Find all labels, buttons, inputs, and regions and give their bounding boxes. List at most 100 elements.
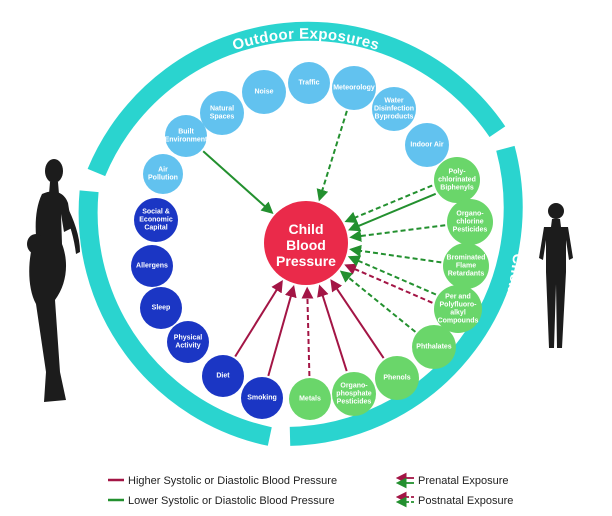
arrow-pfas-higher-postnatal — [344, 263, 433, 304]
node-label-smoking-0: Smoking — [247, 395, 277, 402]
center-node: Child Blood Pressure — [264, 201, 348, 285]
node-label-polychlorinated-biphenyls-2: Biphenyls — [440, 185, 474, 192]
node-circle-brominated-flame-retardants — [443, 243, 489, 289]
arrow-organochlorine-pesticides-lower-postnatal — [349, 224, 446, 242]
node-label-organophosphate-pesticides-1: phosphate — [336, 391, 371, 398]
node-circle-air-pollution — [143, 154, 183, 194]
legend: Higher Systolic or Diastolic Blood Press… — [108, 472, 513, 508]
node-circle-diet — [202, 355, 244, 397]
node-label-brominated-flame-retardants-0: Brominated — [447, 255, 486, 262]
node-label-built-environment-0: Built — [178, 129, 194, 136]
node-circle-traffic — [288, 62, 330, 104]
node-label-social-economic-capital-0: Social & — [142, 209, 170, 216]
node-noise: Noise — [242, 70, 286, 114]
node-circle-polychlorinated-biphenyls — [434, 157, 480, 203]
node-label-organophosphate-pesticides-0: Organo- — [340, 383, 368, 390]
node-label-noise-0: Noise — [254, 89, 273, 96]
node-label-traffic-0: Traffic — [298, 80, 319, 87]
arrow-polychlorinated-biphenyls-lower-prenatal — [347, 192, 437, 232]
node-traffic: Traffic — [288, 62, 330, 104]
ring-segment-outdoor — [87, 21, 506, 177]
node-label-natural-spaces-1: Spaces — [210, 114, 235, 121]
arrow-built-environment-lower-prenatal — [202, 150, 274, 214]
legend-prenatal-swatch — [395, 472, 414, 489]
node-circle-meteorology — [332, 66, 376, 110]
node-label-physical-activity-1: Activity — [175, 343, 200, 350]
legend-lower-label: Lower Systolic or Diastolic Blood Pressu… — [128, 495, 335, 507]
node-circle-smoking — [241, 377, 283, 419]
node-label-pfas-2: alkyl — [450, 310, 466, 317]
node-label-social-economic-capital-1: Economic — [139, 217, 173, 224]
node-circle-built-environment — [165, 115, 207, 157]
node-label-indoor-air-0: Indoor Air — [410, 142, 443, 149]
node-circle-metals — [289, 378, 331, 420]
node-label-organochlorine-pesticides-2: Pesticides — [453, 227, 488, 234]
node-circle-sleep — [140, 287, 182, 329]
node-label-physical-activity-0: Physical — [174, 335, 202, 342]
ring-segment-chemicals — [289, 145, 523, 446]
arrow-meteorology-lower-postnatal — [316, 110, 348, 202]
node-label-phthalates-0: Phthalates — [416, 344, 452, 351]
arrow-phenols-higher-prenatal — [330, 279, 385, 359]
legend-postnatal-swatch — [395, 491, 414, 508]
node-circle-allergens — [131, 245, 173, 287]
node-circle-organophosphate-pesticides — [332, 372, 376, 416]
node-label-sleep-0: Sleep — [152, 305, 171, 312]
node-circle-organochlorine-pesticides — [447, 199, 493, 245]
node-label-social-economic-capital-2: Capital — [144, 225, 167, 232]
ring-segment-lifestyles — [78, 190, 272, 446]
node-circle-pfas — [434, 285, 482, 333]
node-label-metals-0: Metals — [299, 396, 321, 403]
node-circle-physical-activity — [167, 321, 209, 363]
node-label-air-pollution-1: Pollution — [148, 175, 178, 182]
outer-ring — [78, 21, 523, 446]
node-circle-noise — [242, 70, 286, 114]
node-diet: Diet — [202, 355, 244, 397]
arrow-polychlorinated-biphenyls-lower-postnatal — [344, 184, 433, 223]
node-label-organophosphate-pesticides-2: Pesticides — [337, 399, 372, 406]
node-circle-phenols — [375, 356, 419, 400]
arrow-diet-higher-prenatal — [234, 279, 283, 358]
node-allergens: Allergens — [131, 245, 173, 287]
node-meteorology: Meteorology — [332, 66, 376, 110]
arrow-organophosphate-pesticides-higher-prenatal — [317, 284, 348, 372]
node-label-pfas-1: Polyfluoro- — [440, 302, 478, 309]
node-label-pfas-3: Compounds — [438, 318, 479, 325]
arrow-brominated-flame-retardants-lower-postnatal — [349, 244, 442, 264]
node-label-meteorology-0: Meteorology — [333, 85, 375, 92]
node-label-polychlorinated-biphenyls-0: Poly- — [448, 169, 466, 176]
node-sleep: Sleep — [140, 287, 182, 329]
node-circle-social-economic-capital — [134, 198, 178, 242]
node-label-water-disinfection-1: Disinfection — [374, 106, 414, 113]
arrows-layer — [202, 110, 446, 377]
node-label-allergens-0: Allergens — [136, 263, 168, 270]
node-label-brominated-flame-retardants-1: Flame — [456, 263, 476, 270]
node-circle-natural-spaces — [200, 91, 244, 135]
child-silhouette-icon — [539, 203, 573, 348]
node-phenols: Phenols — [375, 356, 419, 400]
node-label-organochlorine-pesticides-0: Organo- — [456, 211, 484, 218]
legend-higher-label: Higher Systolic or Diastolic Blood Press… — [128, 475, 337, 487]
node-label-pfas-0: Per and — [445, 294, 471, 301]
arrow-metals-higher-postnatal — [301, 286, 314, 377]
pregnant-woman-silhouette-icon — [27, 159, 80, 402]
node-circle-indoor-air — [405, 123, 449, 167]
node-label-organochlorine-pesticides-1: chlorine — [456, 219, 483, 226]
node-indoor-air: Indoor Air — [405, 123, 449, 167]
node-label-natural-spaces-0: Natural — [210, 106, 234, 113]
node-label-phenols-0: Phenols — [383, 375, 410, 382]
legend-prenatal-label: Prenatal Exposure — [418, 475, 509, 487]
node-label-polychlorinated-biphenyls-1: chlorinated — [438, 177, 476, 184]
node-label-water-disinfection-0: Water — [384, 98, 403, 105]
legend-postnatal-label: Postnatal Exposure — [418, 495, 513, 507]
